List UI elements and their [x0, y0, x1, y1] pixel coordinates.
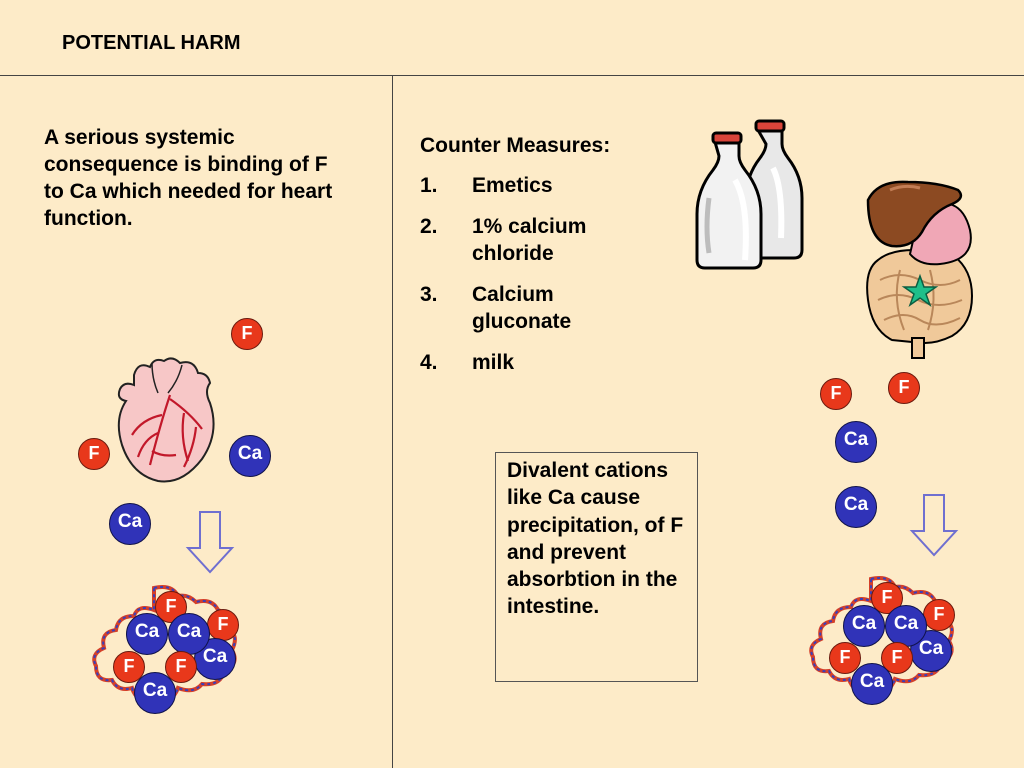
precipitate-right-outline — [809, 576, 954, 696]
title-divider — [0, 75, 1024, 76]
precipitate-left-outline — [92, 585, 237, 705]
calcium-ion: Ca — [851, 663, 893, 705]
liver-shape — [866, 180, 963, 248]
calcium-ion: Ca — [835, 486, 877, 528]
list-item: 2. 1% calcium chloride — [420, 213, 700, 267]
calcium-ion: Ca — [843, 605, 885, 647]
calcium-ion: Ca — [134, 672, 176, 714]
down-arrow-right-icon — [909, 494, 959, 557]
list-number: 2. — [420, 215, 438, 238]
calcium-ion: Ca — [885, 605, 927, 647]
calcium-ion: Ca — [126, 613, 168, 655]
column-divider — [392, 76, 393, 768]
fluoride-ion: F — [820, 378, 852, 410]
calcium-ion: Ca — [835, 421, 877, 463]
list-item: 3. Calcium gluconate — [420, 281, 700, 335]
counter-measures: Counter Measures: 1. Emetics 2. 1% calcium… — [420, 134, 700, 390]
heart-icon — [117, 357, 215, 483]
list-text: 1% calcium chloride — [472, 215, 587, 265]
down-arrow-left-icon — [185, 511, 235, 574]
fluoride-ion: F — [923, 599, 955, 631]
fluoride-ion: F — [829, 642, 861, 674]
calcium-ion: Ca — [194, 638, 236, 680]
fluoride-ion: F — [165, 651, 197, 683]
list-number: 1. — [420, 174, 438, 197]
divalent-cations-textbox: Divalent cations like Ca cause precipita… — [495, 452, 698, 682]
milk-bottle-front — [695, 131, 763, 270]
calcium-ion: Ca — [168, 613, 210, 655]
calcium-ion: Ca — [109, 503, 151, 545]
list-number: 3. — [420, 283, 438, 306]
fluoride-ion: F — [888, 372, 920, 404]
counter-measures-title: Counter Measures: — [420, 134, 611, 157]
fluoride-ion: F — [207, 609, 239, 641]
fluoride-ion: F — [881, 642, 913, 674]
fluoride-ion: F — [231, 318, 263, 350]
systemic-consequence-text: A serious systemic consequence is bindin… — [44, 126, 333, 230]
list-text: milk — [472, 351, 515, 374]
calcium-ion: Ca — [229, 435, 271, 477]
list-text: Emetics — [472, 174, 553, 197]
star-icon — [901, 273, 939, 307]
page-title: POTENTIAL HARM — [62, 32, 241, 54]
list-item: 1. Emetics — [420, 172, 700, 199]
list-number: 4. — [420, 351, 438, 374]
fluoride-ion: F — [78, 438, 110, 470]
list-item: 4. milk — [420, 349, 700, 376]
milk-bottles-icon — [695, 119, 804, 270]
rectum-shape — [911, 337, 925, 359]
list-text: Calcium gluconate — [472, 283, 572, 333]
digestive-system-icon — [866, 180, 974, 359]
